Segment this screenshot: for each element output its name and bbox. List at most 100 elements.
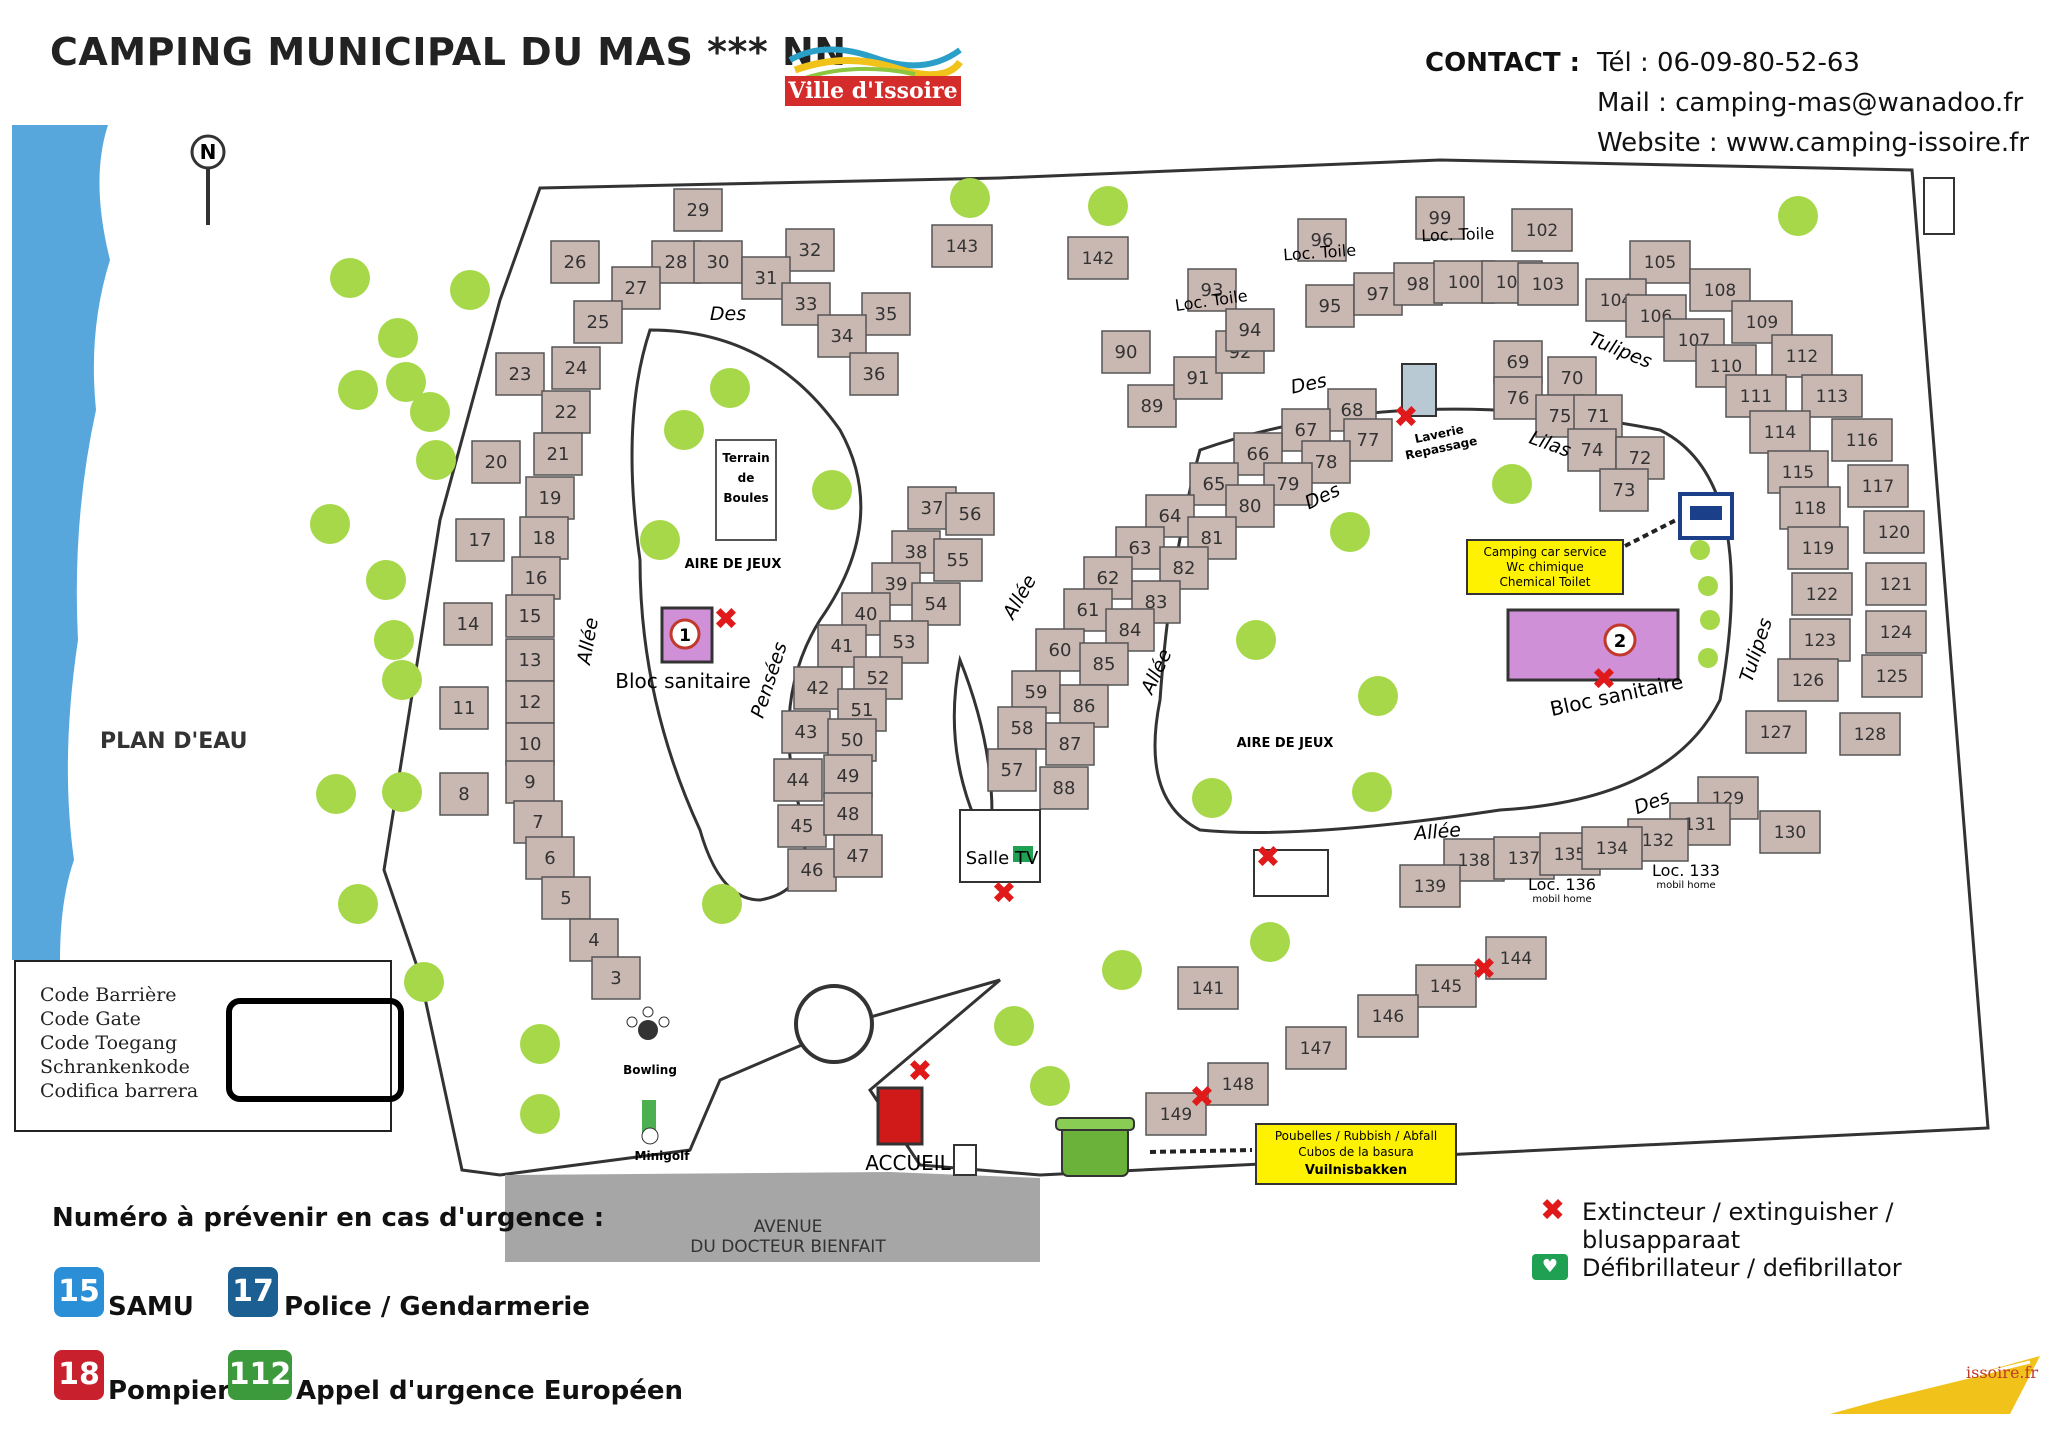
- tree-icon: [812, 470, 852, 510]
- pitch-130-plot: [1759, 810, 1821, 854]
- pitch-73: 73: [1599, 468, 1649, 512]
- defibrillator-icon-tv: [1013, 846, 1033, 862]
- pitch-22-label: 22: [555, 402, 578, 423]
- label-pompier: Pompier: [108, 1376, 230, 1406]
- tree-icon: [1492, 464, 1532, 504]
- pitch-84-label: 84: [1119, 620, 1142, 641]
- terrain-boules-2: de: [738, 471, 755, 485]
- pitch-14-label: 14: [457, 614, 480, 635]
- tree-icon: [1352, 772, 1392, 812]
- pitch-146: 146: [1357, 994, 1419, 1038]
- pitch-126-label: 126: [1792, 671, 1824, 691]
- emergency-title: Numéro à prévenir en cas d'urgence :: [52, 1203, 605, 1233]
- pitch-55-plot: [933, 538, 983, 582]
- pitch-81-label: 81: [1201, 528, 1224, 549]
- pitch-75-label: 75: [1549, 406, 1572, 427]
- tree-icon: [1700, 610, 1720, 630]
- pitch-131-label: 131: [1684, 815, 1716, 835]
- tree-icon: [338, 884, 378, 924]
- pitch-121-plot: [1865, 562, 1927, 606]
- pitch-58-plot: [997, 706, 1047, 750]
- pitch-143-plot: [931, 224, 993, 268]
- pitch-83-plot: [1131, 580, 1181, 624]
- pitch-25-label: 25: [587, 312, 610, 333]
- pitch-148: 148: [1207, 1062, 1269, 1106]
- pitch-15-label: 15: [519, 606, 542, 627]
- roundabout: [794, 984, 874, 1064]
- pitch-29-plot: [673, 188, 723, 232]
- pitch-19-label: 19: [539, 488, 562, 509]
- pitch-62-label: 62: [1097, 568, 1120, 589]
- pitch-118-plot: [1779, 486, 1841, 530]
- pitch-9-plot: [505, 760, 555, 804]
- pitch-99-plot: [1415, 196, 1465, 240]
- pitch-74-label: 74: [1581, 440, 1604, 461]
- extinguisher-icon: ✖: [991, 876, 1016, 911]
- pitch-23-plot: [495, 352, 545, 396]
- pitch-88-plot: [1039, 766, 1089, 810]
- pitch-78-label: 78: [1315, 452, 1338, 473]
- loc-133: Loc. 133: [1652, 861, 1720, 880]
- rubbish-bin-icon: [1055, 1117, 1135, 1177]
- pitch-9-label: 9: [524, 772, 535, 793]
- footer-logo-text: issoire.fr: [1966, 1363, 2038, 1382]
- pitch-135-label: 135: [1554, 845, 1586, 865]
- contact-website[interactable]: Website : www.camping-issoire.fr: [1597, 128, 2029, 158]
- pitch-103: 103: [1517, 262, 1579, 306]
- pitch-94-plot: [1225, 308, 1275, 352]
- pitch-119-plot: [1787, 526, 1849, 570]
- pitch-17: 17: [455, 518, 505, 562]
- contact-phone: Tél : 06-09-80-52-63: [1597, 48, 1860, 78]
- pitch-43: 43: [781, 710, 831, 754]
- pitch-55-label: 55: [947, 550, 970, 571]
- pitch-77-label: 77: [1357, 430, 1380, 451]
- pitch-124-plot: [1865, 610, 1927, 654]
- pitch-120-plot: [1863, 510, 1925, 554]
- pitch-134-plot: [1581, 826, 1643, 870]
- pitch-8-label: 8: [458, 784, 469, 805]
- pitch-117-label: 117: [1862, 477, 1894, 497]
- pitch-137-label: 137: [1508, 849, 1540, 869]
- pitch-119: 119: [1787, 526, 1849, 570]
- pitch-80-label: 80: [1239, 496, 1262, 517]
- pitch-29: 29: [673, 188, 723, 232]
- tree-icon: [382, 660, 422, 700]
- pitch-35: 35: [861, 292, 911, 336]
- pitch-90: 90: [1101, 330, 1151, 374]
- contact-mail[interactable]: Mail : camping-mas@wanadoo.fr: [1597, 88, 2024, 118]
- camping-car-line-3: Chemical Toilet: [1500, 575, 1591, 589]
- pitch-48-plot: [823, 792, 873, 836]
- pitch-30: 30: [693, 240, 743, 284]
- tree-icon: [994, 1006, 1034, 1046]
- pitch-88: 88: [1039, 766, 1089, 810]
- pitch-126-plot: [1777, 658, 1839, 702]
- pitch-53-plot: [879, 620, 929, 664]
- pitch-36-plot: [849, 352, 899, 396]
- minigolf-icon: [641, 1100, 659, 1145]
- pitch-125-label: 125: [1876, 667, 1908, 687]
- pitch-132-label: 132: [1642, 831, 1674, 851]
- pitch-116: 116: [1831, 418, 1893, 462]
- pitch-87-plot: [1045, 722, 1095, 766]
- minigolf-label: Minigolf: [635, 1149, 691, 1163]
- tree-icon: [330, 258, 370, 298]
- avenue-line-2: DU DOCTEUR BIENFAIT: [690, 1237, 886, 1257]
- pitch-130: 130: [1759, 810, 1821, 854]
- pitch-121: 121: [1865, 562, 1927, 606]
- pitch-6: 6: [525, 836, 575, 880]
- pitch-148-plot: [1207, 1062, 1269, 1106]
- pitch-64-label: 64: [1159, 506, 1182, 527]
- pitch-45: 45: [777, 804, 827, 848]
- tree-icon: [386, 362, 426, 402]
- pitch-60-label: 60: [1049, 640, 1072, 661]
- pitch-100-label: 100: [1448, 273, 1480, 293]
- pitch-12-plot: [505, 680, 555, 724]
- contact-label: CONTACT :: [1425, 48, 1581, 78]
- pitch-30-label: 30: [707, 252, 730, 273]
- pitch-118-label: 118: [1794, 499, 1826, 519]
- pitch-112-plot: [1771, 334, 1833, 378]
- pitch-27-label: 27: [625, 278, 648, 299]
- pitch-69: 69: [1493, 340, 1543, 384]
- pitch-4-label: 4: [588, 930, 599, 951]
- pitch-139-label: 139: [1414, 877, 1446, 897]
